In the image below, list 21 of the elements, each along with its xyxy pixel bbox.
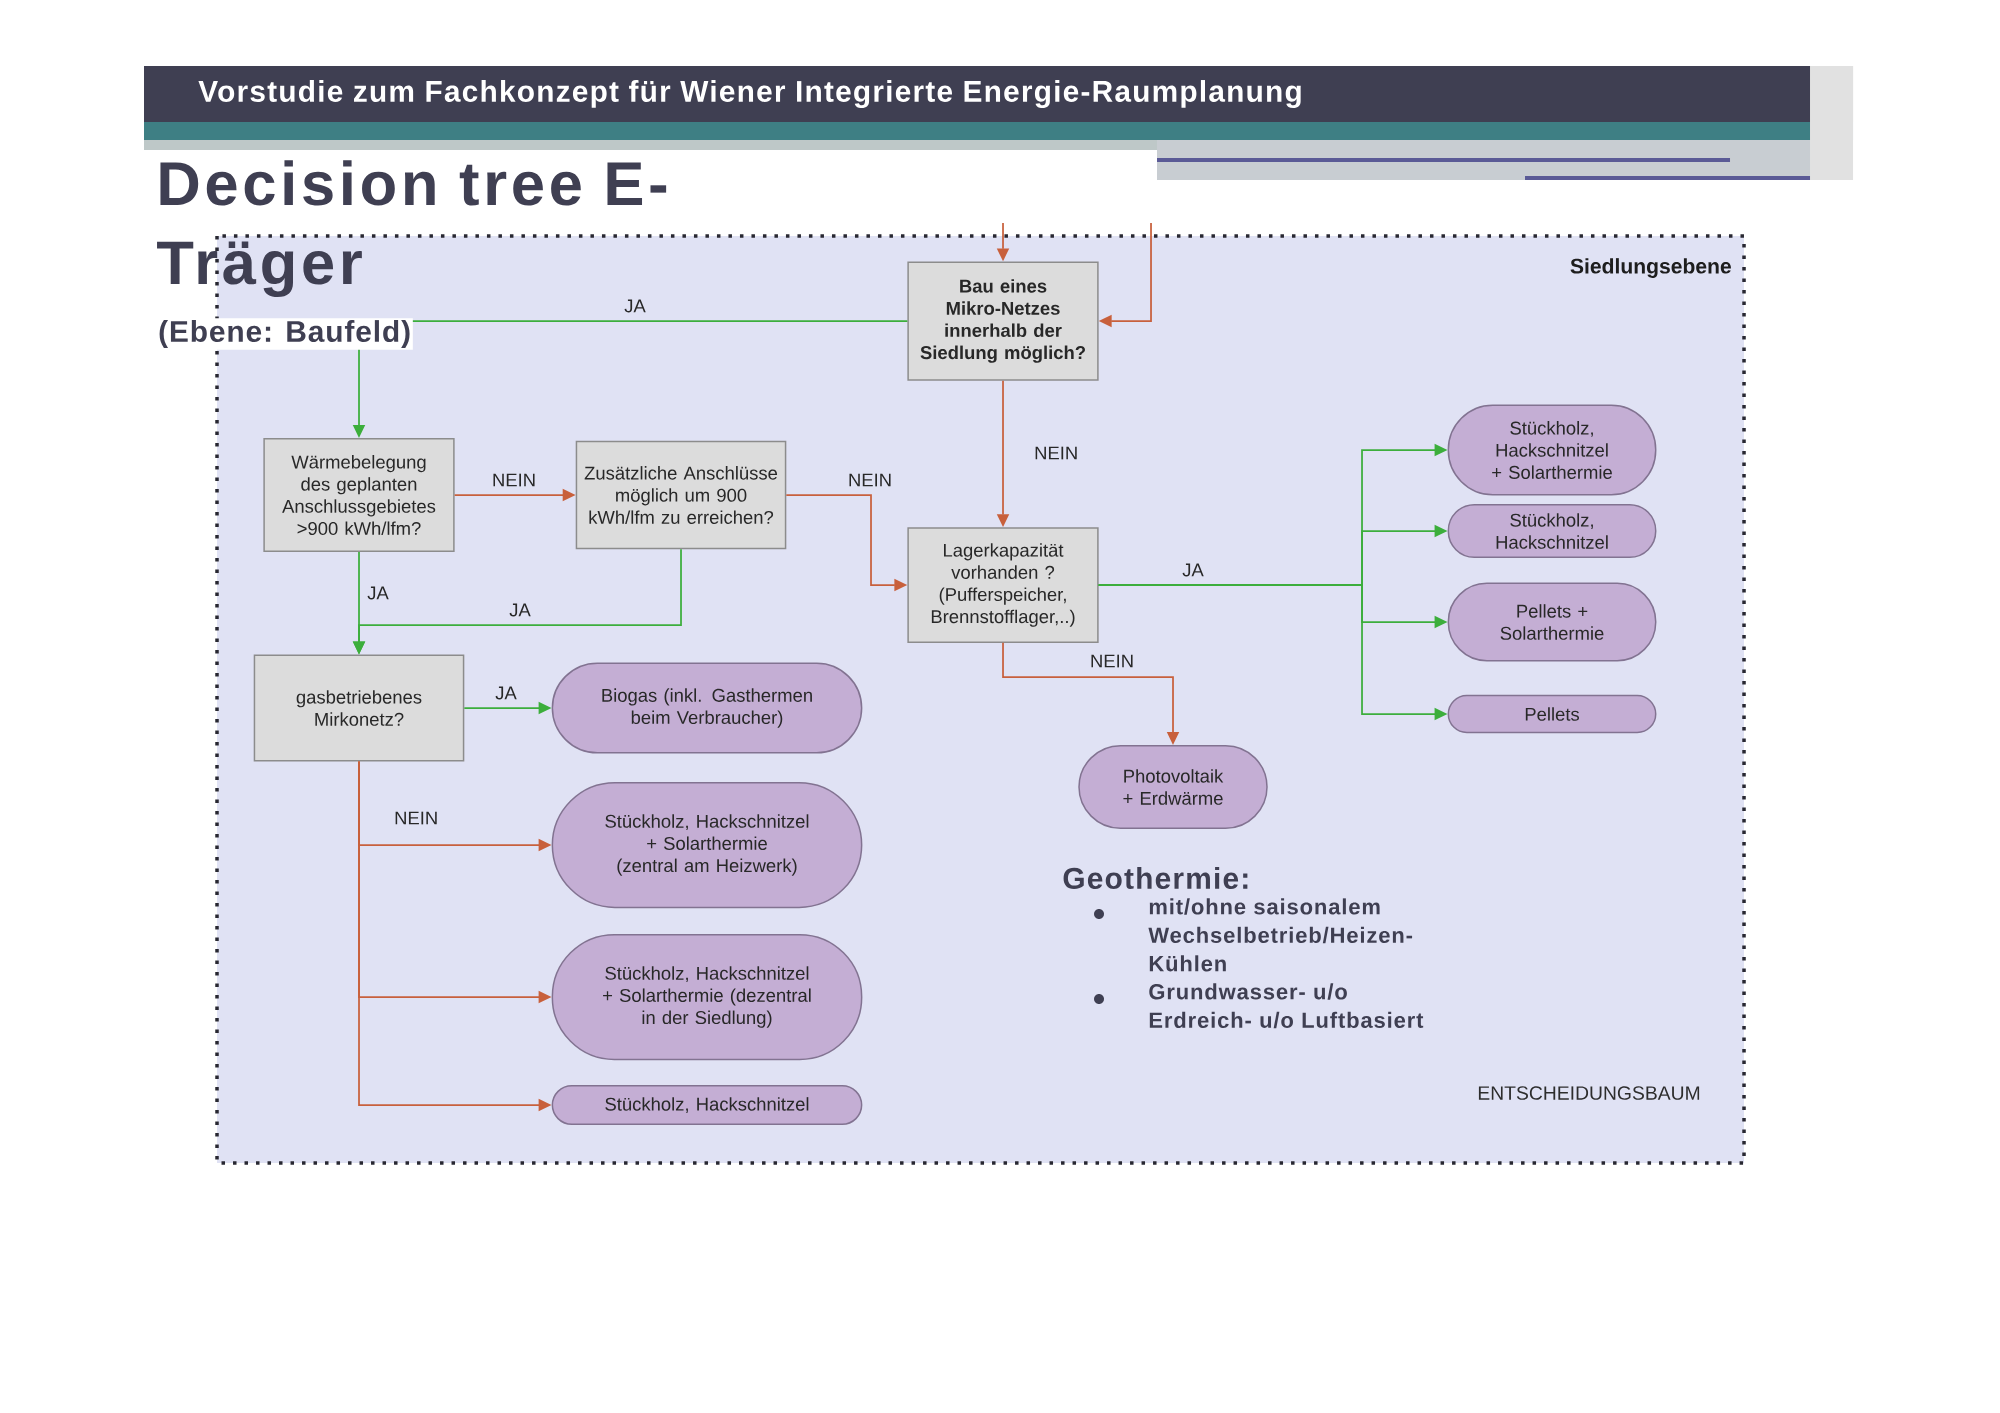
decision-box: gasbetriebenes Mirkonetz? [253, 654, 465, 762]
header-text: Vorstudie zum Fachkonzept für Wiener Integrierte Energie-Raumplanung [198, 80, 1301, 108]
bullet-text: mit/ohne saisonalem Wechselbetrieb/Heizen-Kühlen [1148, 898, 1413, 972]
result-pill: Stückholz, Hackschnitzel + Solarthermie (zentral am Heizwerk) [551, 781, 863, 909]
result-pill: Pellets + Solarthermie [1447, 582, 1657, 662]
decision-box: Zusätzliche Anschlüsse möglich um 900 kWh/lfm zu erreichen? [575, 440, 787, 550]
subtitle: (Ebene: Baufeld) [156, 318, 413, 350]
slide-title: Decision tree E-Träger [157, 160, 667, 298]
panel-heading: Siedlungsebene [1570, 258, 1731, 278]
result-pill: Biogas (inkl. Gasthermen beim Verbraucher) [551, 662, 863, 754]
decision-box: Wärmebelegung des geplanten Anschlussgebietes >900 kWh/lfm? [263, 438, 455, 552]
result-pill: Pellets [1447, 694, 1657, 734]
result-pill: Stückholz, Hackschnitzel + Solarthermie (dezentral in der Siedlung) [551, 933, 863, 1061]
result-pill: Stückholz, Hackschnitzel [1447, 503, 1657, 559]
note-heading: Geothermie: [1063, 867, 1248, 889]
result-pill: Stückholz, Hackschnitzel + Solarthermie [1447, 404, 1657, 496]
diagram-caption: ENTSCHEIDUNGSBAUM [1478, 1086, 1700, 1100]
decision-box: Lagerkapazität vorhanden ? (Pufferspeicher, Brennstofflager,..) [907, 527, 1099, 643]
bullet-text: Grundwasser- u/o Erdreich- u/o Luftbasiert [1149, 983, 1424, 1029]
decision-box: Bau eines Mikro-Netzes innerhalb der Siedlung möglich? [907, 261, 1099, 381]
result-pill: Stückholz, Hackschnitzel [551, 1084, 863, 1126]
